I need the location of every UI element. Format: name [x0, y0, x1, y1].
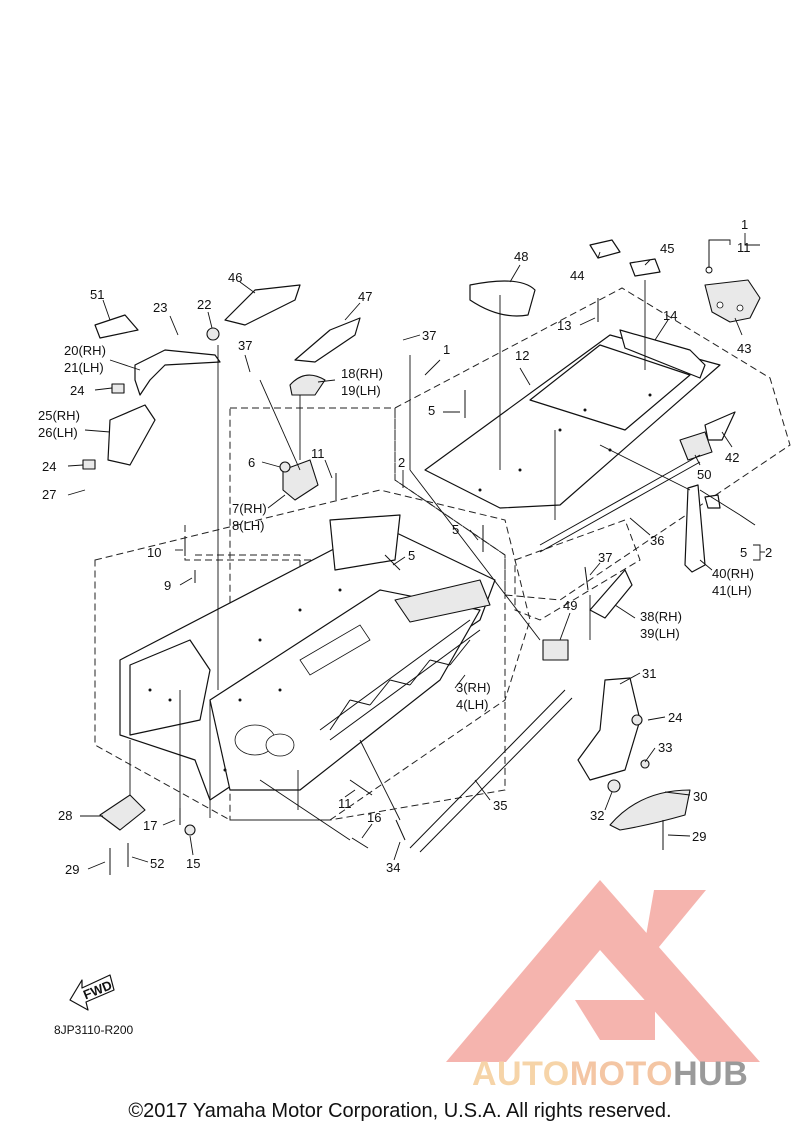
decal-parts — [469, 239, 661, 317]
callout-label: 37 — [238, 338, 252, 353]
callout-label: 29 — [692, 829, 706, 844]
callout-label: 19(LH) — [341, 383, 381, 398]
callout-label: 37 — [422, 328, 436, 343]
callout-label: 33 — [658, 740, 672, 755]
callout-label: 20(RH) — [64, 343, 106, 358]
callout-label: 40(RH) — [712, 566, 754, 581]
watermark-part-2: MOTO — [569, 1055, 674, 1093]
callout-label: 36 — [650, 533, 664, 548]
callout-label: 11 — [737, 240, 751, 255]
callout-label: 31 — [642, 666, 656, 681]
callout-label: 21(LH) — [64, 360, 104, 375]
callout-label: 26(LH) — [38, 425, 78, 440]
leader-lines — [67, 233, 765, 870]
callout-label: 50 — [697, 467, 711, 482]
callout-label: 49 — [563, 598, 577, 613]
callout-label: 16 — [367, 810, 381, 825]
callout-label: 12 — [515, 348, 529, 363]
callout-label: 3(RH) — [456, 680, 491, 695]
callout-label: 1 — [741, 217, 748, 232]
callout-label: 5 — [452, 522, 459, 537]
callout-labels: 1 11 43 44 45 48 13 14 12 1 37 47 46 51 … — [38, 217, 772, 877]
callout-label: 5 — [428, 403, 435, 418]
triangle-logo-icon — [446, 880, 760, 1062]
callout-label: 27 — [42, 487, 56, 502]
rear-bracket-part — [704, 240, 761, 323]
callout-label: 37 — [598, 550, 612, 565]
callout-label: 13 — [557, 318, 571, 333]
callout-label: 9 — [164, 578, 171, 593]
callout-label: 17 — [143, 818, 157, 833]
callout-label: 2 — [398, 455, 405, 470]
callout-label: 32 — [590, 808, 604, 823]
callout-label: 1 — [443, 342, 450, 357]
callout-label: 22 — [197, 297, 211, 312]
left-brackets-parts — [82, 284, 361, 501]
side-rail-part — [539, 454, 701, 553]
callout-label: 46 — [228, 270, 242, 285]
callout-label: 10 — [147, 545, 161, 560]
main-frame-part — [119, 514, 496, 801]
callout-label: 34 — [386, 860, 400, 875]
callout-label: 35 — [493, 798, 507, 813]
flap-parts — [679, 411, 736, 461]
callout-label: 48 — [514, 249, 528, 264]
callout-label: 24 — [70, 383, 84, 398]
callout-label: 52 — [150, 856, 164, 871]
watermark-part-1: AUTO — [472, 1055, 570, 1093]
callout-label: 44 — [570, 268, 584, 283]
callout-label: 14 — [663, 308, 677, 323]
right-parts — [99, 569, 691, 853]
callout-label: 42 — [725, 450, 739, 465]
watermark-wordmark: AUTOMOTOHUB — [472, 1054, 792, 1094]
callout-label: 24 — [42, 459, 56, 474]
callout-label: 8(LH) — [232, 518, 265, 533]
fwd-arrow-icon: FWD — [69, 974, 115, 1011]
callout-label: 30 — [693, 789, 707, 804]
callout-label: 47 — [358, 289, 372, 304]
callout-label: 51 — [90, 287, 104, 302]
callout-label: 23 — [153, 300, 167, 315]
callout-label: 43 — [737, 341, 751, 356]
callout-label: 24 — [668, 710, 682, 725]
callout-label: 11 — [338, 796, 352, 811]
callout-label: 6 — [248, 455, 255, 470]
callout-label: 7(RH) — [232, 501, 267, 516]
tunnel-panel-part — [424, 329, 721, 509]
callout-label: 38(RH) — [640, 609, 682, 624]
callout-label: 39(LH) — [640, 626, 680, 641]
callout-label: 2 — [765, 545, 772, 560]
truss-members — [329, 639, 471, 731]
callout-label: 15 — [186, 856, 200, 871]
watermark-part-3: HUB — [673, 1055, 749, 1093]
callout-label: 29 — [65, 862, 79, 877]
callout-label: 25(RH) — [38, 408, 80, 423]
callout-label: 5 — [408, 548, 415, 563]
callout-label: 45 — [660, 241, 674, 256]
copyright-notice: ©2017 Yamaha Motor Corporation, U.S.A. A… — [128, 1100, 672, 1122]
callout-label: 41(LH) — [712, 583, 752, 598]
callout-label: 4(LH) — [456, 697, 489, 712]
callout-label: 18(RH) — [341, 366, 383, 381]
fastener-parts — [109, 298, 756, 875]
rear-bumper-part — [684, 484, 721, 573]
callout-label: 28 — [58, 808, 72, 823]
callout-label: 11 — [311, 446, 325, 461]
assembly-outlines — [94, 287, 791, 821]
fwd-label: FWD — [81, 977, 114, 1002]
callout-label: 5 — [740, 545, 747, 560]
diagram-reference-code: 8JP3110-R200 — [54, 1023, 134, 1037]
